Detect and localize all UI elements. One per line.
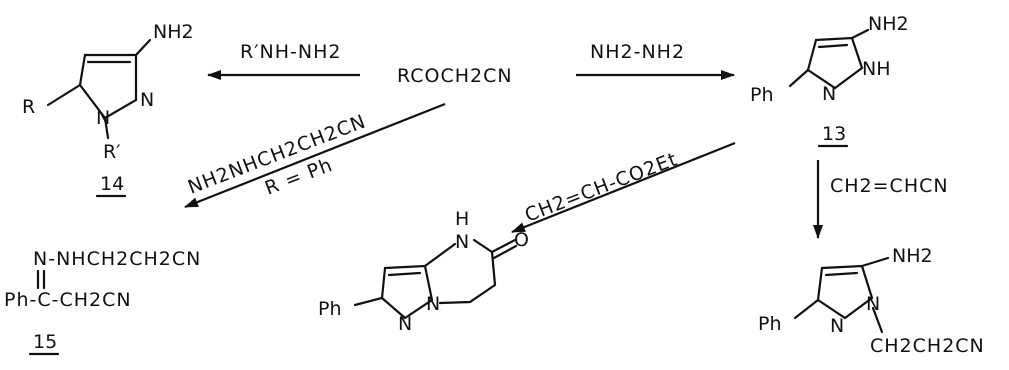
n-ring-label-13: N — [822, 83, 836, 105]
double-bond-cyanoethyl — [824, 271, 859, 277]
ph-label-13: Ph — [750, 84, 774, 106]
n1-label-14: N — [96, 107, 110, 129]
compound-number-14: 14 — [100, 173, 124, 195]
n2-label-cyanoethyl: N — [830, 315, 844, 337]
bond-nh2-13 — [850, 28, 870, 40]
bond-nh2-14 — [134, 38, 152, 57]
oxygen-label-bicyclic: O — [514, 229, 529, 251]
carbonyl-bond-2 — [492, 244, 518, 260]
double-bond-bicyclic — [387, 271, 422, 277]
bond-rprime-14 — [103, 116, 110, 140]
n1-label-bicyclic: N — [398, 313, 412, 335]
pyrazole-ring-13 — [806, 36, 864, 90]
ph-label-cyanoethyl: Ph — [758, 313, 782, 335]
compound-15-line1: N-NHCH2CH2CN — [33, 248, 201, 270]
bond-r-14 — [46, 83, 82, 107]
ph-label-bicyclic: Ph — [318, 298, 342, 320]
reagent-acrylonitrile: CH2=CHCN — [830, 175, 949, 197]
bond-ph-bicyclic — [353, 296, 384, 307]
reagent-acrylate: CH2=CH-CO2Et — [522, 148, 681, 227]
carbonyl-bond-1 — [490, 238, 517, 254]
top-reactions: R′NH-NH2 RCOCH2CN NH2-NH2 — [207, 41, 735, 87]
bond-nh2-cyanoethyl — [860, 256, 890, 268]
bond-chain-cyanoethyl — [871, 306, 884, 334]
n-ring-label-14: N — [140, 89, 154, 111]
compound-15: N-NHCH2CH2CN Ph-C-CH2CN 15 — [4, 248, 201, 356]
n4-label-bicyclic: N — [455, 231, 469, 253]
pyrimidinone-ring — [438, 238, 497, 305]
pyrazole-ring-cyanoethyl — [816, 264, 874, 320]
pyrazolopyrimidinone: H N O Ph N N — [318, 208, 529, 335]
arrow-to-bicyclic — [511, 141, 736, 234]
compound-number-13: 13 — [822, 123, 846, 145]
reagent-hydrazine-left: R′NH-NH2 — [240, 41, 341, 63]
r-label-14: R — [22, 96, 35, 118]
n7a-label-bicyclic: N — [426, 293, 440, 315]
amino-label-cyanoethyl: NH2 — [892, 245, 933, 267]
amino-label-13: NH2 — [868, 13, 909, 35]
compound-number-15: 15 — [33, 331, 57, 353]
bond-ph-13 — [788, 68, 810, 88]
arrow-to-15 — [184, 102, 446, 209]
compound-13: NH2 Ph N NH 13 — [750, 13, 909, 148]
rprime-label-14: R′ — [103, 141, 121, 163]
cyanoethyl-chain-label: CH2CH2CN — [870, 335, 985, 357]
bond-c3a-n4 — [423, 242, 457, 268]
cyanoethyl-aminopyrazole: NH2 Ph N N CH2CH2CN — [758, 245, 985, 357]
bond-ph-cyanoethyl — [793, 298, 820, 320]
starting-material: RCOCH2CN — [397, 65, 513, 87]
h-label-bicyclic: H — [455, 208, 469, 230]
pyrazole-ring-14 — [78, 53, 138, 120]
nh-label-13: NH — [862, 58, 891, 80]
amino-label-14: NH2 — [153, 21, 194, 43]
pyrazole-ring-bicyclic — [380, 264, 434, 320]
n1-label-cyanoethyl: N — [866, 293, 880, 315]
compound-15-line2: Ph-C-CH2CN — [4, 289, 132, 311]
compound-14: NH2 R N N R′ 14 — [22, 21, 194, 198]
reagent-hydrazine-right: NH2-NH2 — [590, 41, 685, 63]
double-bond-13 — [817, 43, 849, 49]
